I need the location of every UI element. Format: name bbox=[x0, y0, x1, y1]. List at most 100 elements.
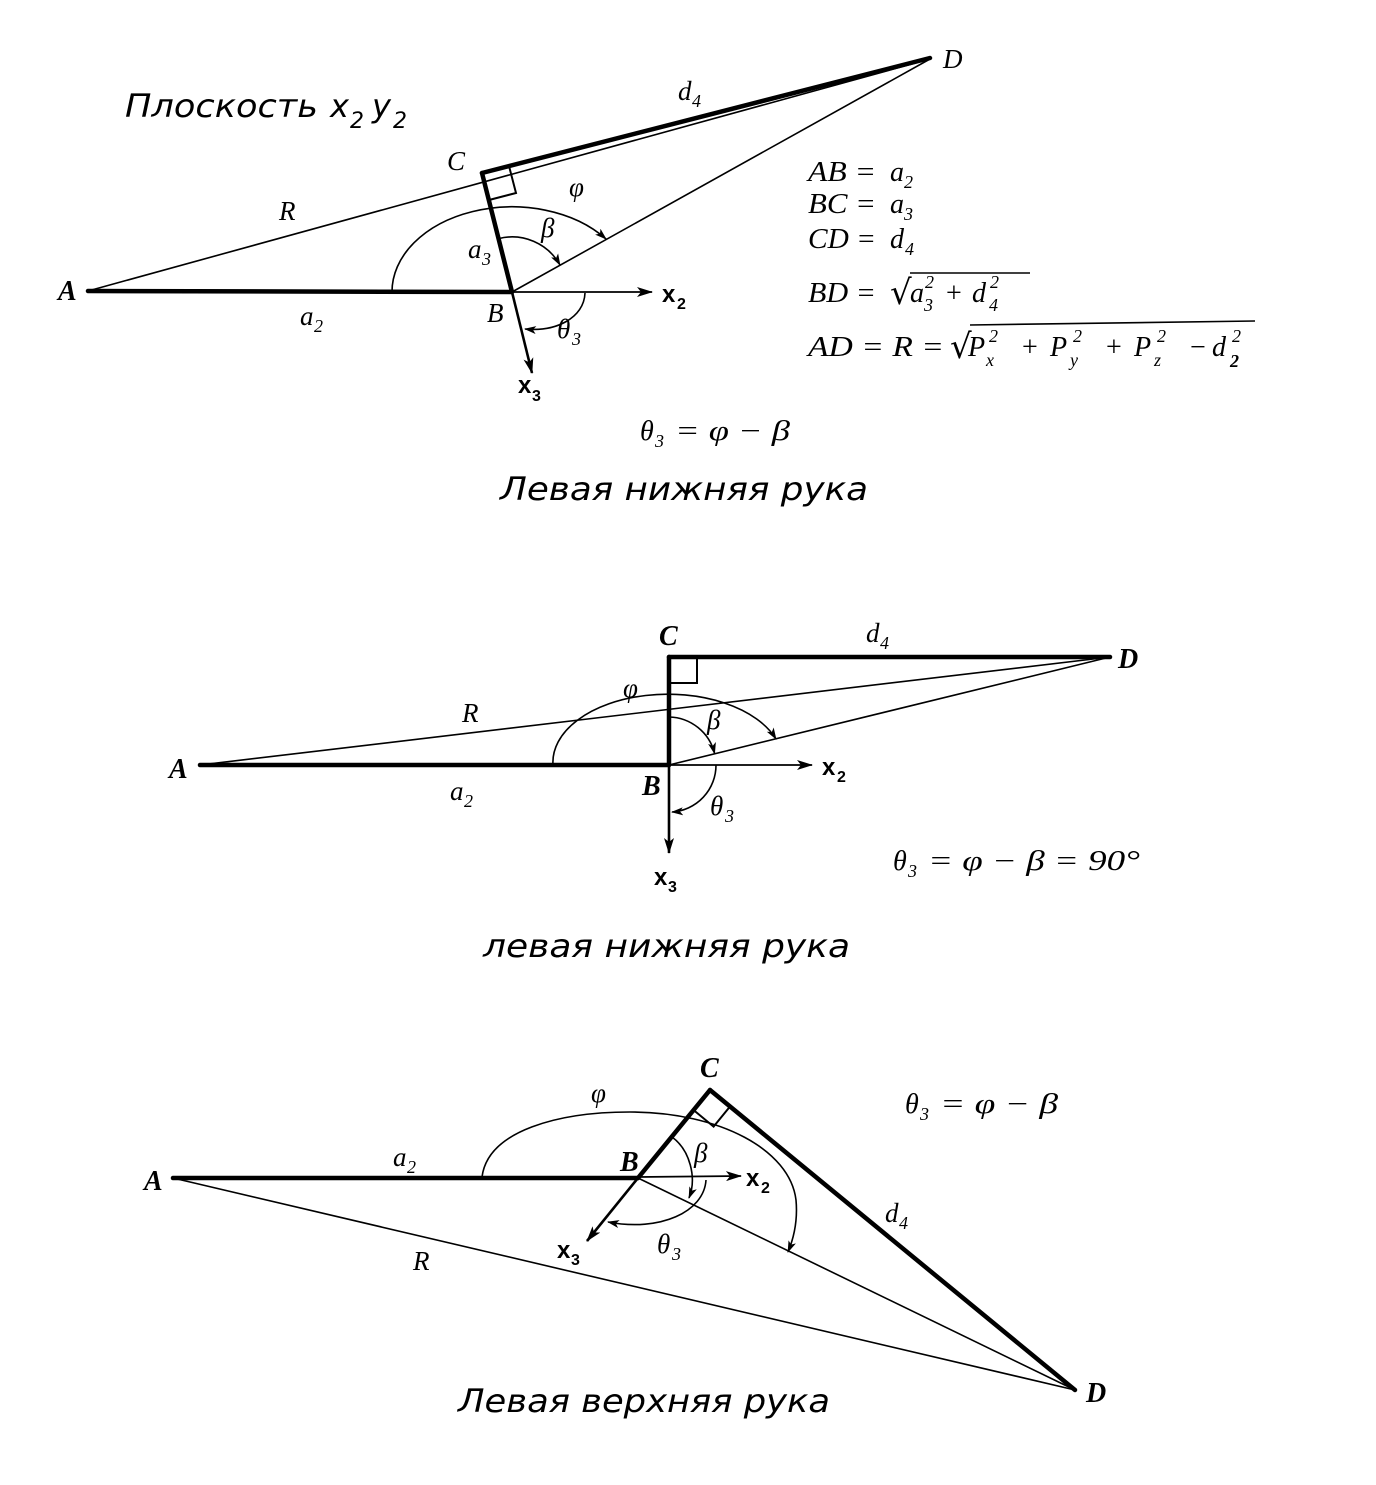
def-bd-term1-var: a bbox=[910, 278, 924, 309]
label-a2-sub: 2 bbox=[314, 316, 323, 336]
segment-bd bbox=[668, 656, 1111, 766]
label-beta: β bbox=[706, 705, 721, 735]
def-ab-lhs: AB = bbox=[806, 157, 876, 188]
equation-theta-sub: 3 bbox=[919, 1104, 929, 1124]
plane-title: Плоскость x 2 y 2 bbox=[125, 87, 407, 134]
label-theta3-sub: 3 bbox=[671, 1244, 681, 1264]
def-bd-term1-sub: 3 bbox=[923, 295, 933, 315]
segment-bd bbox=[511, 58, 931, 293]
label-x2: x bbox=[822, 754, 836, 781]
x2-axis bbox=[637, 1171, 742, 1182]
caption: Левая нижняя рука bbox=[499, 470, 868, 508]
diagram-2: A B C D d 4 R a 2 φ β θ 3 x 2 x 3 θ 3 = … bbox=[167, 618, 1140, 965]
def-bc-sub: 3 bbox=[903, 204, 913, 224]
arc-theta3 bbox=[524, 292, 586, 335]
segment-ad bbox=[87, 58, 931, 292]
right-angle-mark bbox=[692, 1105, 731, 1129]
def-ad-term3-var: P bbox=[1133, 332, 1151, 363]
plane-title-y: y bbox=[371, 87, 392, 125]
def-ad-vinculum bbox=[969, 320, 1256, 326]
point-d-label: D bbox=[1085, 1378, 1106, 1409]
def-ad-term1-var: P bbox=[967, 332, 985, 363]
def-ad-op3: − bbox=[1190, 332, 1206, 363]
arc-phi bbox=[391, 206, 607, 293]
right-angle-mark bbox=[488, 165, 518, 201]
label-phi: φ bbox=[623, 673, 638, 703]
def-bd-term2-sub: 4 bbox=[989, 295, 998, 315]
diagram-1: A B C D d 4 R a 2 a 3 φ β θ 3 x 2 x 3 θ … bbox=[56, 44, 963, 508]
equation-theta-sub: 3 bbox=[907, 861, 917, 881]
def-bd-root: √ bbox=[890, 273, 912, 313]
def-bd-term2-var: d bbox=[972, 278, 987, 309]
equation-theta: θ bbox=[905, 1089, 919, 1120]
def-ad-op2: + bbox=[1106, 332, 1122, 363]
label-theta3: θ bbox=[657, 1229, 670, 1259]
def-cd-lhs: CD = bbox=[808, 224, 876, 255]
point-a-label: A bbox=[142, 1166, 163, 1197]
label-a2: a bbox=[300, 301, 314, 331]
label-x2-sub: 2 bbox=[837, 769, 846, 786]
def-cd-sub: 4 bbox=[905, 239, 914, 259]
segment-cd bbox=[707, 1087, 1078, 1393]
label-beta: β bbox=[540, 213, 555, 243]
arc-phi bbox=[481, 1111, 798, 1253]
x3-axis bbox=[585, 1177, 640, 1242]
x3-axis bbox=[510, 291, 534, 374]
point-d-label: D bbox=[942, 44, 963, 74]
label-theta3: θ bbox=[557, 314, 570, 344]
def-bd-op1: + bbox=[946, 278, 962, 309]
label-a2-sub: 2 bbox=[407, 1157, 416, 1177]
label-r: R bbox=[412, 1246, 430, 1276]
label-a3: a bbox=[468, 234, 482, 264]
label-d4: d bbox=[678, 76, 692, 106]
point-c-label: C bbox=[700, 1053, 719, 1084]
arc-phi bbox=[552, 693, 777, 766]
def-ad-term1-sup: 2 bbox=[989, 326, 998, 346]
label-x3-sub: 3 bbox=[571, 1252, 580, 1269]
label-d4: d bbox=[885, 1198, 899, 1228]
label-phi: φ bbox=[569, 172, 584, 202]
label-a2: a bbox=[450, 776, 464, 806]
label-x3-sub: 3 bbox=[532, 388, 541, 405]
definitions: AB = a 2 BC = a 3 CD = d 4 BD = √ a 2 3 … bbox=[806, 157, 1256, 371]
point-b-label: B bbox=[487, 298, 504, 328]
def-ad-term2-sup: 2 bbox=[1073, 326, 1082, 346]
label-x2-sub: 2 bbox=[677, 296, 686, 313]
arc-beta bbox=[668, 716, 716, 755]
equation-theta-sub: 3 bbox=[654, 431, 664, 451]
def-bc-lhs: BC = bbox=[808, 189, 876, 220]
equation-rhs: = φ − β = 90° bbox=[928, 846, 1140, 877]
def-ad-term2-sub: y bbox=[1068, 350, 1078, 370]
label-theta3: θ bbox=[710, 791, 723, 821]
caption: Левая верхняя рука bbox=[457, 1382, 830, 1420]
def-ad-lhs: AD = R = bbox=[806, 332, 944, 363]
equation-rhs: = φ − β bbox=[940, 1089, 1058, 1120]
point-a-label: A bbox=[56, 276, 77, 307]
segment-cd bbox=[479, 55, 933, 176]
label-phi: φ bbox=[591, 1078, 606, 1108]
segment-bc bbox=[479, 170, 515, 295]
point-c-label: C bbox=[447, 146, 466, 176]
point-c-label: C bbox=[659, 621, 678, 652]
right-angle-mark bbox=[669, 657, 698, 684]
equation-theta: θ bbox=[640, 416, 654, 447]
segment-ad bbox=[199, 656, 1111, 766]
label-beta: β bbox=[693, 1138, 708, 1168]
label-x2-sub: 2 bbox=[761, 1180, 770, 1197]
plane-title-y-sub: 2 bbox=[393, 109, 407, 134]
plane-title-word: Плоскость bbox=[125, 87, 318, 125]
def-cd-var: d bbox=[890, 224, 905, 255]
point-b-label: B bbox=[619, 1147, 639, 1178]
def-ad-term1-sub: x bbox=[985, 350, 994, 370]
label-a2-sub: 2 bbox=[464, 791, 473, 811]
def-ad-term4-sub: 2 bbox=[1229, 351, 1239, 371]
def-ab-sub: 2 bbox=[904, 172, 913, 192]
def-bd-lhs: BD = bbox=[808, 278, 876, 309]
caption: левая нижняя рука bbox=[482, 927, 850, 965]
segment-bc bbox=[635, 1087, 713, 1181]
arc-beta bbox=[671, 1136, 697, 1199]
label-d4-sub: 4 bbox=[880, 633, 889, 653]
def-ad-term4-sup: 2 bbox=[1232, 326, 1241, 346]
def-ad-term2-var: P bbox=[1049, 332, 1067, 363]
label-x3: x bbox=[557, 1237, 571, 1264]
